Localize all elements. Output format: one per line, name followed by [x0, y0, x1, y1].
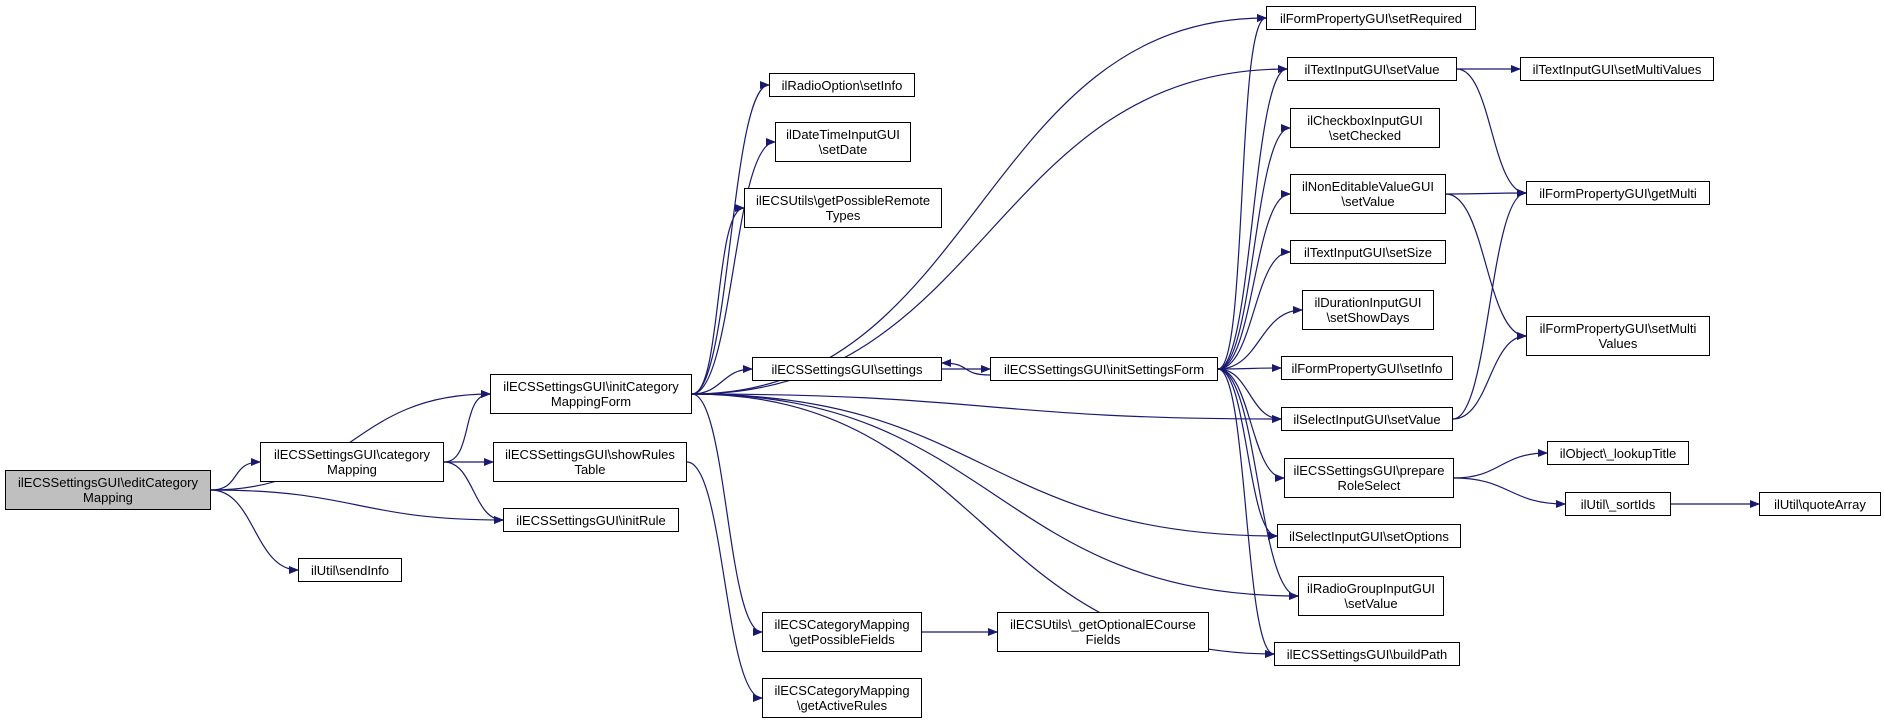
node-showRulesTable[interactable]: ilECSSettingsGUI\showRules Table — [493, 442, 687, 482]
node-initCategoryMappingForm[interactable]: ilECSSettingsGUI\initCategory MappingFor… — [490, 374, 692, 414]
edge-initCategoryMappingForm-to-textSetValue — [691, 65, 1288, 395]
edge-textSetValue-to-getMulti — [1456, 68, 1527, 197]
node-setRequired[interactable]: ilFormPropertyGUI\setRequired — [1266, 6, 1476, 30]
node-radioGroupSetValue[interactable]: ilRadioGroupInputGUI \setValue — [1298, 576, 1444, 616]
node-getPossibleRemoteTypes[interactable]: ilECSUtils\getPossibleRemote Types — [744, 188, 942, 228]
edge-initCategoryMappingForm-to-setOptions — [691, 393, 1278, 540]
node-root: ilECSSettingsGUI\editCategory Mapping — [5, 470, 211, 510]
node-prepareRoleSelect[interactable]: ilECSSettingsGUI\prepare RoleSelect — [1284, 458, 1454, 498]
node-dateSetDate[interactable]: ilDateTimeInputGUI \setDate — [775, 122, 911, 162]
edge-initSettingsForm-to-formSetInfo — [1217, 364, 1282, 373]
edge-selectSetValue-to-getMulti — [1452, 189, 1527, 420]
node-quoteArray[interactable]: ilUtil\quoteArray — [1759, 492, 1881, 516]
node-nonEditSetValue[interactable]: ilNonEditableValueGUI \setValue — [1290, 174, 1446, 214]
node-getActiveRules[interactable]: ilECSCategoryMapping \getActiveRules — [762, 678, 922, 718]
node-lookupTitle[interactable]: ilObject\_lookupTitle — [1547, 441, 1689, 465]
node-setSize[interactable]: ilTextInputGUI\setSize — [1290, 240, 1446, 264]
edge-nonEditSetValue-to-getMulti — [1445, 189, 1527, 198]
node-sortIds[interactable]: ilUtil\_sortIds — [1565, 492, 1671, 516]
edge-initSettingsForm-to-settings — [941, 359, 991, 376]
node-radioSetInfo[interactable]: ilRadioOption\setInfo — [769, 73, 915, 97]
node-getMulti[interactable]: ilFormPropertyGUI\getMulti — [1526, 181, 1710, 205]
edge-categoryMapping-to-initCategoryMappingForm — [443, 390, 491, 463]
edge-initCategoryMappingForm-to-getPossibleRemoteTypes — [691, 204, 745, 395]
node-sendInfo[interactable]: ilUtil\sendInfo — [298, 558, 402, 582]
edge-initSettingsForm-to-prepareRoleSelect — [1217, 368, 1285, 482]
edge-initCategoryMappingForm-to-getPossibleFields — [691, 393, 763, 636]
node-setChecked[interactable]: ilCheckboxInputGUI \setChecked — [1290, 108, 1440, 148]
edge-initSettingsForm-to-nonEditSetValue — [1217, 190, 1291, 370]
edge-prepareRoleSelect-to-lookupTitle — [1453, 449, 1548, 479]
edge-initSettingsForm-to-buildPath — [1217, 368, 1275, 658]
node-formSetInfo[interactable]: ilFormPropertyGUI\setInfo — [1281, 356, 1453, 380]
node-buildPath[interactable]: ilECSSettingsGUI\buildPath — [1274, 642, 1460, 666]
edge-categoryMapping-to-initRule — [443, 461, 504, 524]
edge-root-to-sendInfo — [210, 489, 299, 574]
edge-prepareRoleSelect-to-sortIds — [1453, 477, 1566, 508]
edge-initCategoryMappingForm-to-radioSetInfo — [691, 81, 770, 395]
edge-root-to-initRule — [210, 489, 504, 524]
edge-initSettingsForm-to-textSetValue — [1217, 65, 1288, 370]
edge-root-to-categoryMapping — [210, 458, 261, 491]
edge-initSettingsForm-to-setSize — [1217, 248, 1291, 370]
node-getOptionalECourseFields[interactable]: ilECSUtils\_getOptionalECourse Fields — [997, 612, 1209, 652]
edge-initSettingsForm-to-selectSetValue — [1217, 368, 1282, 423]
node-getPossibleFields[interactable]: ilECSCategoryMapping \getPossibleFields — [762, 612, 922, 652]
edge-initCategoryMappingForm-to-dateSetDate — [691, 138, 776, 395]
edge-showRulesTable-to-getActiveRules — [686, 461, 763, 702]
edge-nonEditSetValue-to-setMulti — [1445, 193, 1527, 340]
node-initRule[interactable]: ilECSSettingsGUI\initRule — [503, 508, 679, 532]
edge-selectSetValue-to-setMulti — [1452, 332, 1527, 420]
edge-initSettingsForm-to-setShowDays — [1217, 306, 1303, 370]
edge-initCategoryMappingForm-to-radioGroupSetValue — [691, 393, 1299, 600]
edge-initSettingsForm-to-radioGroupSetValue — [1217, 368, 1299, 600]
node-setMulti[interactable]: ilFormPropertyGUI\setMulti Values — [1526, 316, 1710, 356]
node-categoryMapping[interactable]: ilECSSettingsGUI\category Mapping — [260, 442, 444, 482]
node-setOptions[interactable]: ilSelectInputGUI\setOptions — [1277, 524, 1461, 548]
node-settings[interactable]: ilECSSettingsGUI\settings — [752, 357, 942, 381]
edge-initCategoryMappingForm-to-selectSetValue — [691, 393, 1282, 423]
node-selectSetValue[interactable]: ilSelectInputGUI\setValue — [1281, 407, 1453, 431]
node-initSettingsForm[interactable]: ilECSSettingsGUI\initSettingsForm — [990, 357, 1218, 381]
node-setMultiValues[interactable]: ilTextInputGUI\setMultiValues — [1520, 57, 1714, 81]
node-textSetValue[interactable]: ilTextInputGUI\setValue — [1287, 57, 1457, 81]
node-setShowDays[interactable]: ilDurationInputGUI \setShowDays — [1302, 290, 1434, 330]
edge-initSettingsForm-to-setChecked — [1217, 124, 1291, 370]
edge-initSettingsForm-to-setRequired — [1217, 14, 1267, 370]
edge-initSettingsForm-to-setOptions — [1217, 368, 1278, 540]
